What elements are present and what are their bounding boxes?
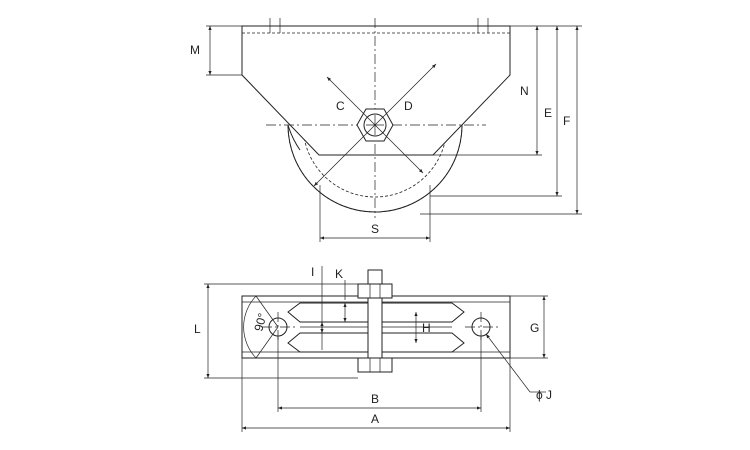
axle-top-nut [357,283,393,299]
label-l: L [194,322,201,336]
diameter-d-line [313,63,437,187]
axle-bottom-nut [357,357,393,373]
label-a: A [371,412,379,426]
top-view: 90° I K H L G ϕ J B A [194,265,552,432]
label-f: F [563,114,570,128]
label-g: G [530,321,539,335]
label-phi-j: ϕ J [536,388,552,402]
angle-arc [243,295,257,359]
angle-ray-bottom [255,326,279,359]
label-d: D [404,99,413,113]
label-i: I [311,265,314,279]
front-view: C D M N E F S [190,18,582,242]
label-m: M [190,43,200,57]
label-c: C [336,99,345,113]
label-e: E [544,106,552,120]
axle-top-end [367,269,383,285]
label-angle: 90° [251,311,269,332]
axle-rod [367,285,383,371]
label-b: B [371,392,379,406]
label-n: N [520,84,529,98]
label-k: K [335,267,343,281]
phi-j-leader [485,333,531,393]
angle-ray-top [255,295,279,328]
label-h: H [422,321,431,335]
label-s: S [371,222,379,236]
